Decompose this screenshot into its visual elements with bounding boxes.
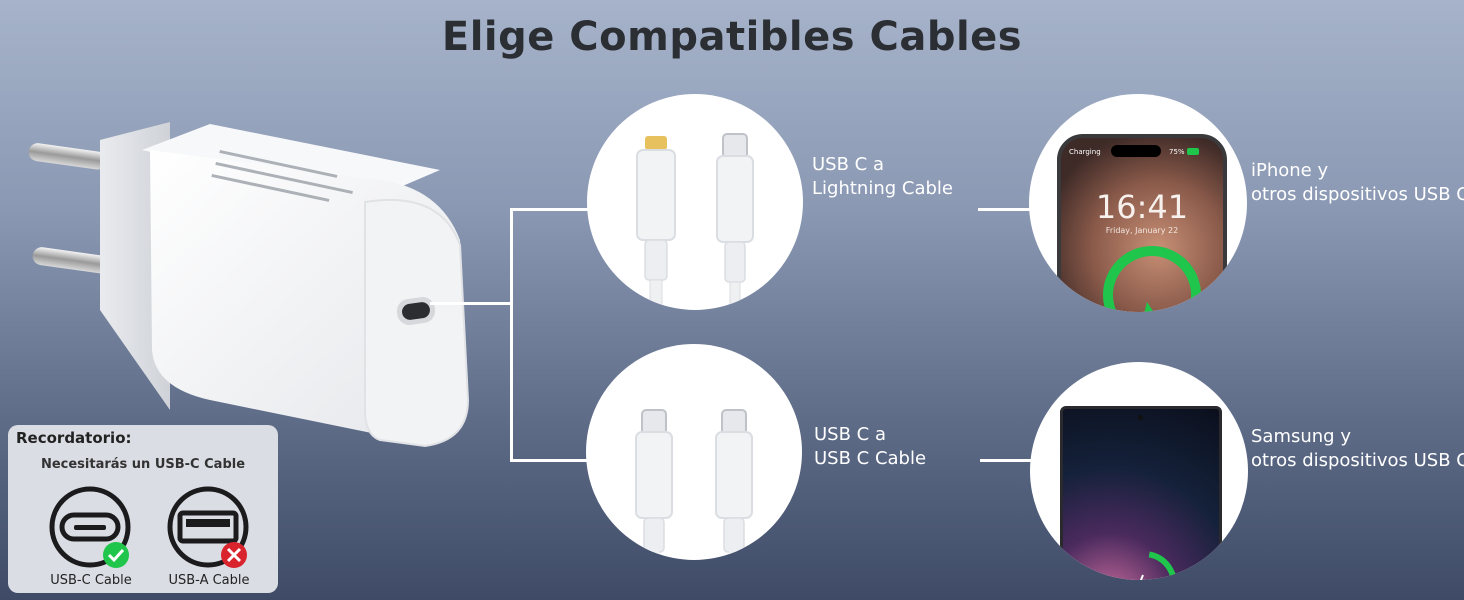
cable-label-usbc: USB C a USB C Cable [814,423,926,471]
connector-line [430,302,512,305]
samsung-screen [1060,406,1222,580]
page-title: Elige Compatibles Cables [441,14,1023,60]
charger-illustration [28,122,470,448]
charging-ring-icon [1111,551,1177,580]
device-samsung [1030,362,1248,580]
reminder-subtitle: Necesitarás un USB-C Cable [40,457,246,472]
connector-line [510,208,513,462]
cable-option-lightning [587,94,803,310]
cable-label-line1: USB C a [812,154,884,175]
connector-line [978,208,1030,211]
lightning-cable-image [636,133,754,310]
battery-percent: 75% [1169,148,1185,156]
cable-option-usbc [586,344,802,560]
reminder-box: Recordatorio: Necesitarás un USB-C Cable… [8,425,278,593]
cable-label-lightning: USB C a Lightning Cable [812,153,953,201]
usb-c-caption: USB-C Cable [50,573,132,588]
connector-line [980,459,1032,462]
lock-time: 16:41 [1095,188,1189,226]
device-label-iphone: iPhone y otros dispositivos USB C [1251,159,1464,207]
battery-icon [1187,148,1199,155]
device-label-samsung: Samsung y otros dispositivos USB C [1251,425,1464,473]
dynamic-island [1111,145,1161,157]
charging-status: Charging [1069,148,1101,156]
usbc-cable-image [635,409,753,560]
reminder-title: Recordatorio: [16,429,132,447]
connector-line [510,459,590,462]
front-camera [1138,415,1143,420]
usb-c-port-icon [49,486,131,568]
device-iphone: Charging 75% 16:41 Friday, January 22 [1029,94,1247,312]
usb-a-caption: USB-A Cable [168,573,250,588]
cable-label-line1: USB C a [814,424,886,445]
device-label-line2: otros dispositivos USB C [1251,450,1464,471]
device-label-line1: Samsung y [1251,426,1351,447]
iphone-screen: Charging 75% 16:41 Friday, January 22 [1057,134,1227,312]
usb-a-port-icon [167,486,249,568]
lock-date: Friday, January 22 [1105,226,1179,235]
charging-ring-icon [1103,246,1201,312]
cable-label-line2: USB C Cable [814,448,927,469]
cable-label-line2: Lightning Cable [812,178,953,199]
device-label-line2: otros dispositivos USB C [1251,184,1464,205]
connector-line [510,208,590,211]
device-label-line1: iPhone y [1251,160,1329,181]
